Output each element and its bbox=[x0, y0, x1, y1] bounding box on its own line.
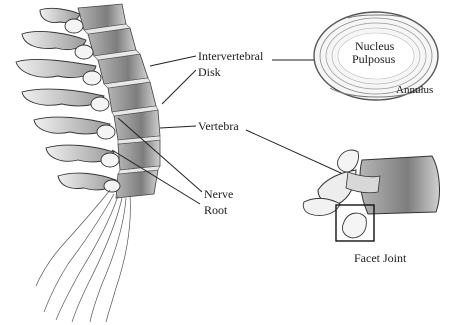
label-root: Root bbox=[204, 204, 227, 217]
nerve-roots bbox=[36, 190, 130, 322]
spine-column-illustration bbox=[16, 4, 160, 322]
label-intervertebral: Intervertebral bbox=[198, 50, 263, 63]
label-disk: Disk bbox=[198, 66, 221, 79]
label-facet-joint: Facet Joint bbox=[354, 252, 406, 265]
label-annulus: Annulus bbox=[396, 84, 433, 96]
label-pulposus: Pulposus bbox=[352, 53, 395, 66]
vertebra-side-view bbox=[303, 150, 439, 241]
label-vertebra: Vertebra bbox=[198, 120, 239, 133]
label-nerve: Nerve bbox=[204, 188, 233, 201]
